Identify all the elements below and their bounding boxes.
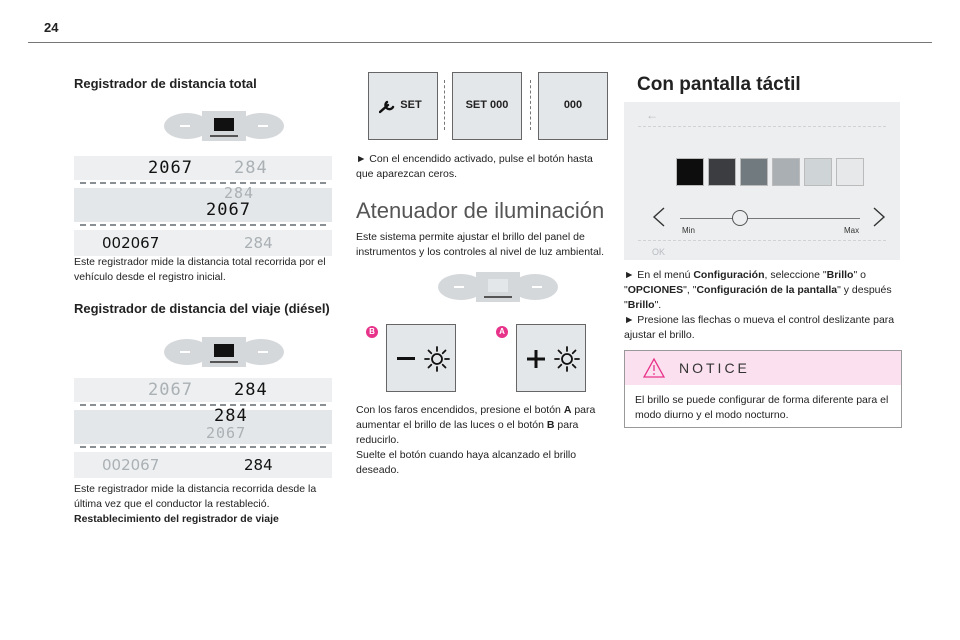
odo-total-bottom-b: 284: [244, 234, 273, 252]
badge-b: B: [366, 326, 378, 338]
key-set-step2: SET 000: [452, 72, 522, 140]
header-rule: [28, 42, 932, 43]
notice-box: NOTICE El brillo se puede configurar de …: [624, 350, 902, 428]
color-swatch-5: [804, 158, 832, 186]
step-text-i: " y después ": [624, 284, 892, 311]
step-text-d: Brillo: [826, 269, 854, 281]
paragraph-trip-reset: Restablecimiento del registrador de viaj…: [74, 513, 279, 525]
slider-min-label: Min: [682, 226, 695, 235]
odometer-illustration-trip: 2067 284 284 2067 002067 284: [74, 378, 332, 498]
step-text-slider: ► Presione las flechas o mueva el contro…: [624, 314, 895, 341]
odo-total-mid-a: 284: [224, 184, 255, 202]
touchscreen-illustration: ← Min Max OK: [624, 102, 900, 260]
ok-label: OK: [652, 247, 666, 257]
instrument-cluster-icon: [164, 111, 284, 141]
page-number: 24: [44, 20, 59, 35]
step-press-until-zero: ► Con el encendido activado, pulse el bo…: [356, 153, 593, 180]
odo-total-top-b: 284: [234, 158, 268, 178]
badge-a: A: [496, 326, 508, 338]
steps-touchscreen: ► En el menú Configuración, seleccione "…: [624, 268, 900, 343]
key-label-set-000: SET 000: [465, 99, 509, 111]
notice-title: NOTICE: [679, 360, 750, 376]
odo-trip-mid-a: 284: [214, 406, 248, 426]
key-set-step3: 000: [538, 72, 608, 140]
step-text-f: OPCIONES: [627, 284, 684, 296]
heading-total-distance: Registrador de distancia total: [74, 76, 257, 91]
instrument-cluster-icon-2: [164, 337, 284, 367]
notice-text: El brillo se puede configurar de forma d…: [635, 394, 889, 421]
section-title-touchscreen: Con pantalla táctil: [637, 74, 801, 95]
key-separator-1: [444, 80, 445, 130]
paragraph-dimmer-instructions: Con los faros encendidos, presione el bo…: [356, 403, 596, 478]
paragraph-trip-text: Este registrador mide la distancia recor…: [74, 483, 317, 510]
minus-icon: [397, 357, 415, 360]
chevron-right-icon: [873, 207, 886, 227]
heading-trip-distance: Registrador de distancia del viaje (diés…: [74, 301, 330, 316]
color-swatch-2: [708, 158, 736, 186]
screen-divider-top: [638, 126, 886, 127]
screen-divider-bottom: [638, 240, 886, 241]
odometer-illustration-total: 2067 284 284 2067 002067 284: [74, 156, 332, 276]
dimmer-text-3: para reducirlo.: [356, 419, 579, 446]
button-a-dim-up: [516, 324, 586, 392]
color-swatch-1: [676, 158, 704, 186]
step-text-c: , seleccione ": [764, 269, 827, 281]
odo-trip-mid-b: 2067: [206, 424, 247, 442]
color-swatch-6: [836, 158, 864, 186]
warning-triangle-icon: [643, 358, 665, 378]
step-text-k: ".: [654, 299, 662, 311]
step-text-a: ► En el menú: [624, 269, 694, 281]
step-text-g: ", ": [683, 284, 697, 296]
step-text-h: Configuración de la pantalla: [696, 284, 838, 296]
odo-trip-top-b: 284: [234, 380, 268, 400]
dimmer-text-2: para aumentar el brillo de las luces o e…: [356, 404, 596, 431]
back-arrow-icon: ←: [646, 108, 658, 122]
odo-total-mid-b: 2067: [206, 200, 251, 220]
dimmer-text-b: B: [546, 419, 555, 431]
color-swatch-4: [772, 158, 800, 186]
odo-total-top-a: 2067: [148, 158, 193, 178]
key-separator-2: [530, 80, 531, 130]
step-text-e: " o ": [624, 269, 866, 296]
step-text-j: Brillo: [627, 299, 655, 311]
wrench-icon: [379, 100, 395, 114]
key-label-set: SET: [400, 99, 422, 111]
odo-trip-bottom-a: 002067: [102, 456, 160, 474]
dimmer-text-a: A: [563, 404, 572, 416]
key-label-000: 000: [563, 99, 583, 111]
slider-max-label: Max: [844, 226, 860, 235]
odo-trip-top-a: 2067: [148, 380, 193, 400]
brightness-slider-track: [680, 218, 860, 219]
brightness-icon: [424, 346, 450, 372]
dimmer-text-1: Con los faros encendidos, presione el bo…: [356, 404, 564, 416]
section-title-dimmer: Atenuador de iluminación: [356, 198, 605, 223]
dimmer-text-release: Suelte el botón cuando haya alcanzado el…: [356, 449, 577, 476]
key-set-step1: SET: [368, 72, 438, 140]
odo-trip-bottom-b: 284: [244, 456, 273, 474]
brightness-slider-thumb: [732, 210, 748, 226]
color-swatch-3: [740, 158, 768, 186]
odo-total-bottom-a: 002067: [102, 234, 160, 252]
step-text-b: Configuración: [693, 269, 765, 281]
paragraph-dimmer-intro: Este sistema permite ajustar el brillo d…: [356, 231, 605, 258]
paragraph-trip-distance: Este registrador mide la distancia recor…: [74, 482, 332, 527]
brightness-icon-2: [554, 346, 580, 372]
plus-icon: [527, 350, 545, 368]
notice-header: [625, 351, 901, 385]
chevron-left-icon: [652, 207, 665, 227]
instrument-cluster-icon-3: [438, 272, 558, 302]
button-b-dim-down: [386, 324, 456, 392]
paragraph-total-distance: Este registrador mide la distancia total…: [74, 256, 326, 283]
